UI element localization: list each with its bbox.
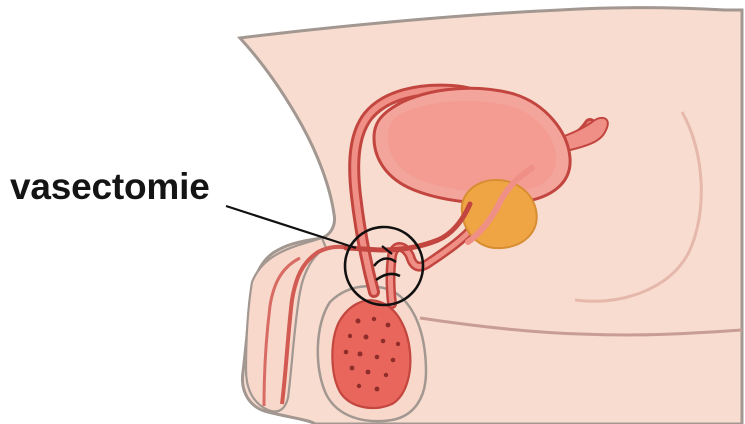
vasectomy-label: vasectomie bbox=[10, 166, 210, 208]
testis bbox=[332, 300, 410, 408]
